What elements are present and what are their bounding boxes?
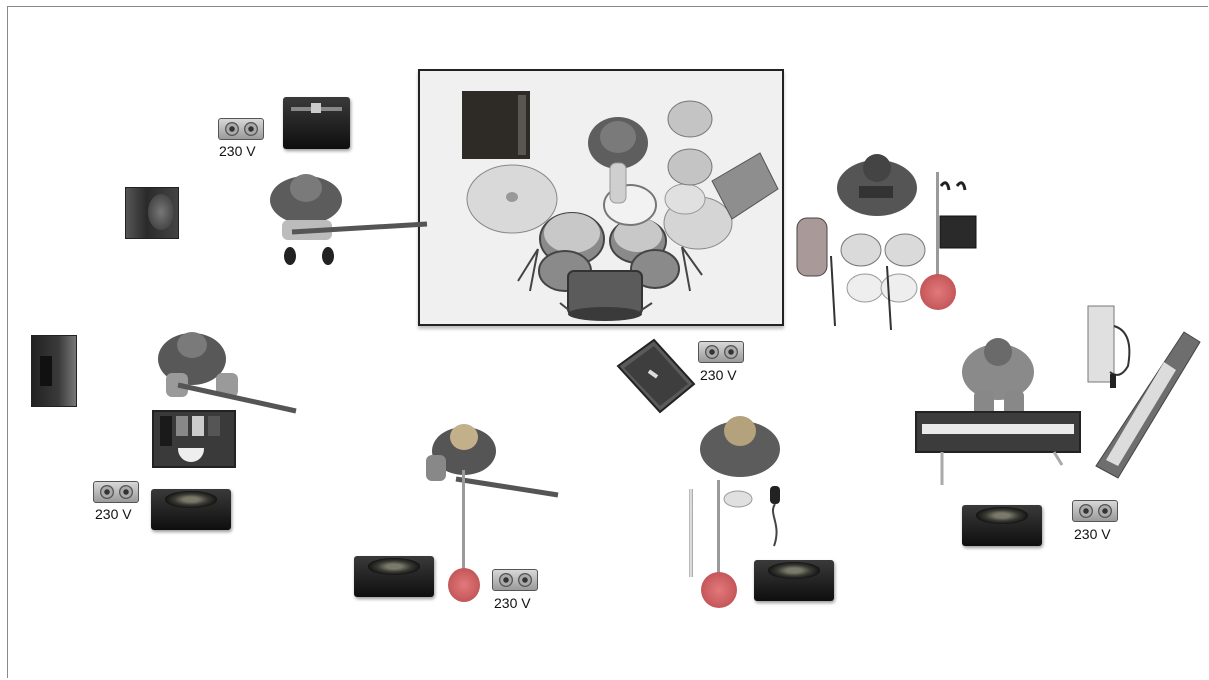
monitor-wedge-icon bbox=[151, 489, 231, 530]
outlet-label: 230 V bbox=[700, 367, 737, 383]
flute-icon bbox=[689, 489, 693, 577]
power-outlet-icon bbox=[1072, 500, 1118, 522]
percussionist-icon bbox=[795, 146, 985, 336]
guitarist-icon bbox=[148, 325, 300, 417]
drum-riser bbox=[418, 69, 784, 326]
keytar-icon bbox=[1084, 296, 1206, 481]
monitor-wedge-icon bbox=[962, 505, 1042, 546]
outlet-label: 230 V bbox=[95, 506, 132, 522]
monitor-wedge-icon bbox=[754, 560, 834, 601]
keyboardist-icon bbox=[912, 330, 1084, 490]
outlet-label: 230 V bbox=[494, 595, 531, 611]
drum-kit-icon bbox=[420, 71, 782, 324]
speaker-cabinet-icon bbox=[125, 187, 179, 239]
outlet-label: 230 V bbox=[1074, 526, 1111, 542]
mic-stand-base bbox=[920, 274, 956, 310]
monitor-wedge-icon bbox=[614, 336, 698, 416]
guitarist-icon bbox=[416, 415, 562, 505]
monitor-wedge-icon bbox=[354, 556, 434, 597]
mic-stand-base bbox=[701, 572, 737, 608]
amplifier-icon bbox=[283, 97, 350, 149]
speaker-cabinet-icon bbox=[31, 335, 77, 407]
pedalboard-icon bbox=[152, 410, 236, 468]
power-outlet-icon bbox=[698, 341, 744, 363]
microphone-icon bbox=[762, 484, 790, 548]
mic-stand-icon bbox=[936, 172, 939, 282]
mic-stand-base bbox=[448, 568, 480, 602]
outlet-label: 230 V bbox=[219, 143, 256, 159]
mic-stand-icon bbox=[717, 480, 720, 580]
power-outlet-icon bbox=[218, 118, 264, 140]
power-outlet-icon bbox=[492, 569, 538, 591]
power-outlet-icon bbox=[93, 481, 139, 503]
mic-stand-icon bbox=[462, 470, 465, 580]
guitarist-icon bbox=[262, 166, 432, 268]
